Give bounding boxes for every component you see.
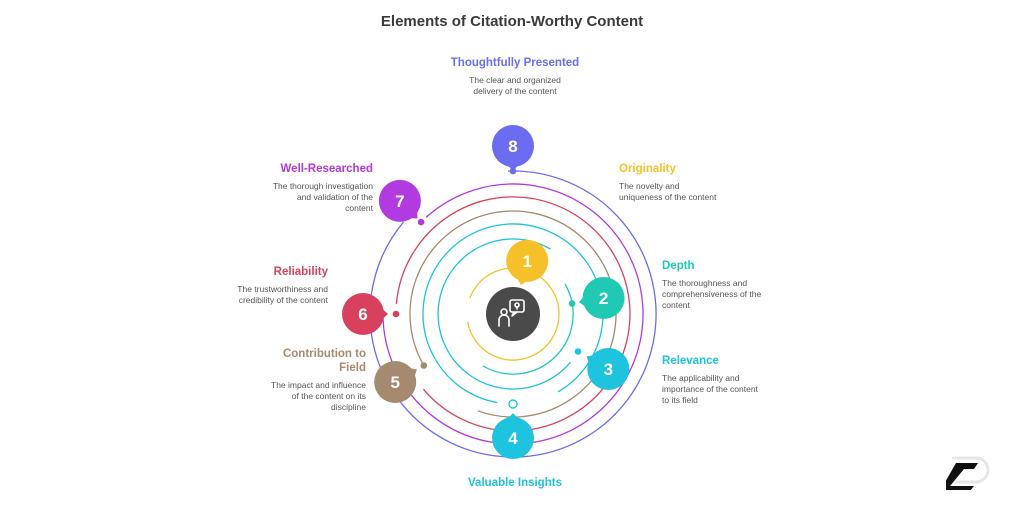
bubble-5: 5 (374, 361, 417, 403)
label-2-desc: The thoroughness and comprehensiveness o… (662, 277, 762, 310)
ring-marker-6 (392, 310, 400, 318)
ring-marker-7 (417, 218, 425, 226)
bubble-number-1: 1 (522, 252, 531, 271)
label-8: Thoughtfully Presented The clear and org… (430, 57, 600, 97)
label-7-title: Well-Researched (280, 163, 373, 175)
bubble-number-5: 5 (390, 373, 399, 392)
label-4: Valuable Insights (430, 477, 600, 495)
bubble-6: 6 (342, 293, 388, 335)
bubble-number-7: 7 (395, 192, 404, 211)
label-1: Originality The novelty and uniqueness o… (619, 163, 719, 203)
label-4-title: Valuable Insights (468, 477, 562, 489)
label-8-title: Thoughtfully Presented (450, 57, 580, 69)
label-8-desc: The clear and organized delivery of the … (469, 74, 561, 96)
bubble-1: 1 (506, 239, 549, 285)
label-5-desc: The impact and influence of the content … (271, 379, 366, 412)
label-3: Relevance The applicability and importan… (662, 355, 762, 406)
label-6-title: Reliability (273, 266, 328, 278)
bubble-number-6: 6 (358, 305, 367, 324)
ring-7 (382, 183, 644, 445)
bubble-7: 7 (378, 179, 421, 222)
ring-1 (467, 267, 560, 361)
ring-5 (409, 210, 617, 418)
ring-marker-4 (508, 399, 518, 409)
ring-marker-2 (568, 300, 576, 307)
label-3-desc: The applicability and importance of the … (662, 372, 758, 405)
label-5: Contribution to Field The impact and inf… (262, 348, 366, 413)
label-1-title: Originality (619, 163, 676, 175)
ring-marker-3 (574, 348, 582, 355)
bubble-8: 8 (492, 125, 534, 171)
ring-marker-5 (420, 362, 428, 369)
label-6-desc: The trustworthiness and credibility of t… (237, 283, 328, 305)
ring-4 (422, 223, 604, 404)
label-7: Well-Researched The thorough investigati… (268, 163, 373, 214)
ring-3 (437, 238, 571, 390)
bubble-3: 3 (586, 348, 630, 390)
bubble-number-4: 4 (508, 429, 518, 448)
bubble-number-2: 2 (599, 289, 608, 308)
bubble-4: 4 (492, 413, 534, 459)
brand-logo-icon (946, 456, 990, 490)
presenter-idea-icon (498, 299, 525, 327)
ring-8 (369, 170, 657, 458)
bubble-number-3: 3 (604, 360, 613, 379)
label-6: Reliability The trustworthiness and cred… (222, 266, 328, 306)
center-hub (486, 287, 540, 341)
label-5-title: Contribution to Field (282, 348, 366, 374)
page-title: Elements of Citation-Worthy Content (380, 13, 644, 30)
bubble-number-8: 8 (508, 137, 517, 156)
label-2-title: Depth (662, 260, 695, 272)
label-2: Depth The thoroughness and comprehensive… (662, 260, 767, 311)
label-3-title: Relevance (662, 355, 719, 367)
bubble-2: 2 (579, 277, 625, 319)
label-7-desc: The thorough investigation and validatio… (272, 180, 373, 213)
label-1-desc: The novelty and uniqueness of the conten… (619, 180, 717, 202)
